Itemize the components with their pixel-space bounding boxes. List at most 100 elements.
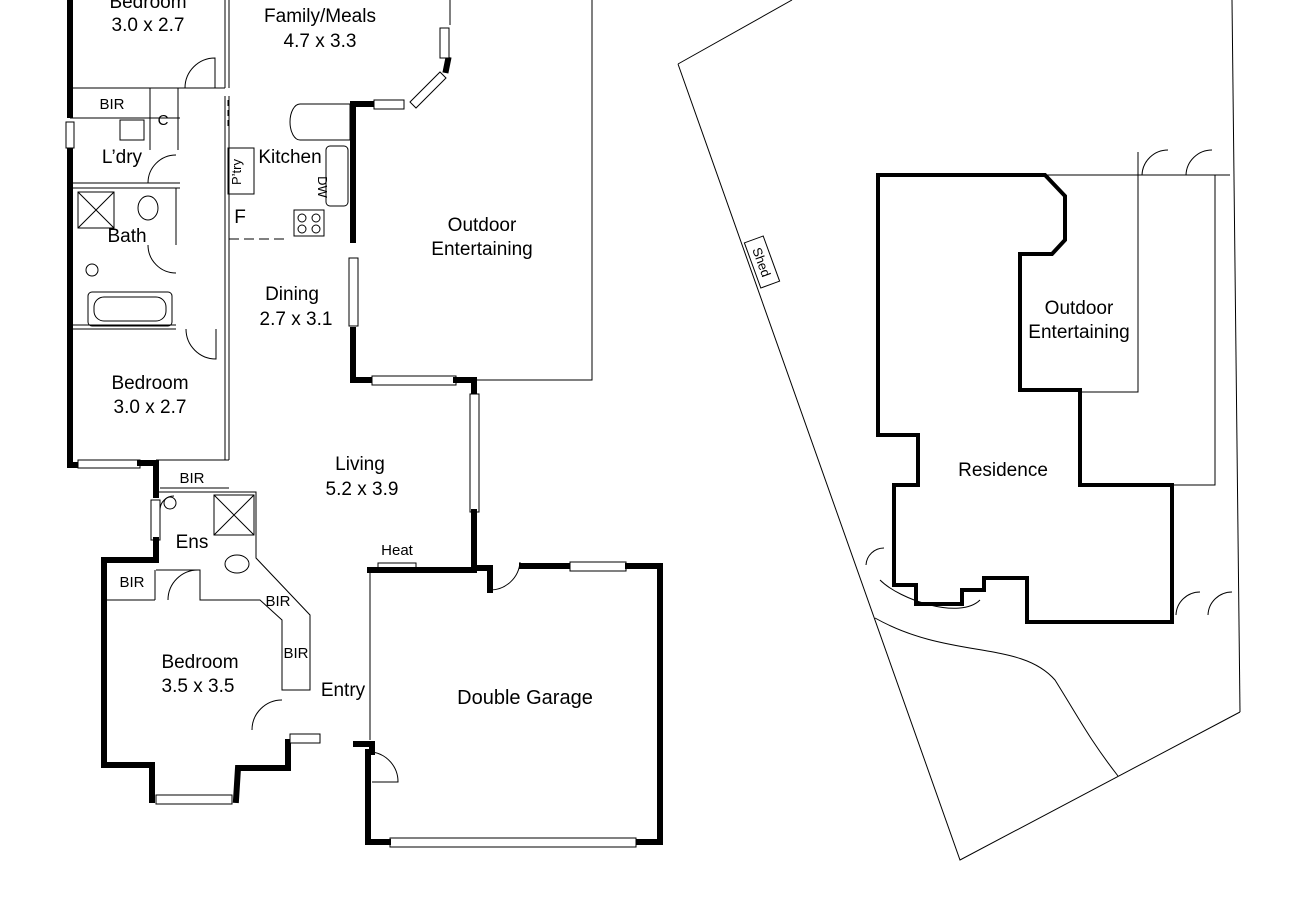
toilet-ensuite xyxy=(224,554,250,574)
room-size-dining: 2.7 x 3.1 xyxy=(260,309,333,330)
label-bir-side: BIR xyxy=(283,645,308,662)
site-gates-right[interactable] xyxy=(1175,591,1233,616)
shed-outline xyxy=(743,235,781,289)
door-laundry[interactable] xyxy=(147,154,177,184)
room-size-bedroom-mid: 3.0 x 2.7 xyxy=(114,397,187,418)
label-bir-left: BIR xyxy=(119,574,144,591)
label-fridge: F xyxy=(234,207,246,228)
wall-garage-west xyxy=(365,749,391,845)
bathtub xyxy=(87,291,173,327)
room-name-outdoor-2: Entertaining xyxy=(431,239,532,260)
site-boundary xyxy=(677,0,1241,861)
siteplan: Shed Outdoor Entertaining Residence xyxy=(677,0,1241,861)
shed: Shed xyxy=(743,235,781,289)
garage-door[interactable] xyxy=(389,837,637,848)
driveway-curve xyxy=(874,617,1119,777)
floorplan xyxy=(65,0,663,848)
wall-family-bay xyxy=(442,56,452,74)
laundry-trough xyxy=(119,119,145,141)
site-gates-top[interactable] xyxy=(1141,149,1213,176)
room-size-bedroom-top: 3.0 x 2.7 xyxy=(112,15,185,36)
room-name-bedroom-mid: Bedroom xyxy=(111,373,188,394)
site-gate-left[interactable] xyxy=(865,547,885,566)
shower-cross xyxy=(77,191,115,229)
room-name-bedroom-main: Bedroom xyxy=(161,652,238,673)
door-bedroom-main[interactable] xyxy=(251,699,283,731)
walls-bath xyxy=(70,182,180,245)
shower-ensuite-cross xyxy=(213,494,255,536)
exterior-wall-left xyxy=(67,147,81,468)
kitchen-sink xyxy=(325,145,349,207)
exterior-wall-step xyxy=(137,460,159,498)
label-pantry: P’try xyxy=(229,159,244,186)
site-outdoor-outline xyxy=(1045,174,1139,393)
label-site-outdoor-2: Entertaining xyxy=(1028,322,1129,343)
bathtub-inner xyxy=(93,296,167,322)
floorplan-labels: Bedroom 3.0 x 2.7 Family/Meals 4.7 x 3.3… xyxy=(99,0,592,709)
room-name-dining: Dining xyxy=(265,284,319,305)
label-heat: Heat xyxy=(381,542,414,559)
site-verandah-outline xyxy=(1137,152,1230,486)
room-name-bath: Bath xyxy=(107,226,146,247)
label-bir-top: BIR xyxy=(99,96,124,113)
room-name-living: Living xyxy=(335,454,385,475)
room-name-garage: Double Garage xyxy=(457,687,593,709)
room-name-entry: Entry xyxy=(321,680,366,701)
wall-bath-bedroom xyxy=(70,324,176,330)
wall-entry-jamb xyxy=(353,741,375,755)
label-dishwasher: DW xyxy=(315,176,330,198)
window-bedroom-mid xyxy=(77,459,141,469)
door-ensuite[interactable] xyxy=(167,569,199,601)
window-family-east xyxy=(439,27,450,59)
basin-bath xyxy=(85,263,99,277)
door-garage[interactable] xyxy=(489,561,521,591)
room-name-outdoor-1: Outdoor xyxy=(448,215,517,236)
window-family-bay xyxy=(409,71,447,109)
exterior-wall-bay xyxy=(232,739,291,804)
room-name-laundry: L’dry xyxy=(102,147,143,168)
window-dining-south xyxy=(371,375,457,386)
walls-ensuite-bir xyxy=(156,491,311,691)
door-front[interactable] xyxy=(371,751,399,783)
window-garage xyxy=(569,561,627,572)
window-dining xyxy=(348,257,359,327)
label-bir-diag: BIR xyxy=(265,593,290,610)
shower-ensuite xyxy=(213,494,255,536)
room-size-bedroom-main: 3.5 x 3.5 xyxy=(162,676,235,697)
window-living xyxy=(469,393,480,513)
door-bath[interactable] xyxy=(147,244,177,274)
outdoor-area-outline xyxy=(474,0,593,381)
window-laundry xyxy=(65,121,75,149)
room-name-kitchen: Kitchen xyxy=(258,147,321,168)
toilet-bath xyxy=(137,195,159,221)
wall-living-garage xyxy=(471,509,493,571)
room-name-family-meals: Family/Meals xyxy=(264,6,376,27)
site-boundary-east xyxy=(1231,0,1241,713)
wall-dining-east xyxy=(350,327,373,383)
walls-bir-laundry xyxy=(70,87,225,150)
shower-bath xyxy=(77,191,115,229)
door-bedroom-top[interactable] xyxy=(184,57,216,89)
basin-ensuite xyxy=(163,496,177,510)
room-size-living: 5.2 x 3.9 xyxy=(326,479,399,500)
pantry xyxy=(227,147,255,195)
door-ensuite-small[interactable] xyxy=(159,495,175,511)
cooktop xyxy=(293,209,325,237)
kitchen-bench xyxy=(289,103,351,141)
wall-living-corner xyxy=(453,377,477,395)
label-shed: Shed xyxy=(749,245,773,279)
residence-outline xyxy=(876,173,1174,624)
wall-hall xyxy=(224,96,230,460)
label-site-outdoor-1: Outdoor xyxy=(1045,298,1114,319)
wall-garage-north-left xyxy=(367,567,493,593)
window-ensuite xyxy=(150,499,161,541)
label-bir-mid: BIR xyxy=(179,470,204,487)
exterior-wall-bedroom-main xyxy=(101,537,159,803)
room-size-family-meals: 4.7 x 3.3 xyxy=(284,31,357,52)
room-name-bedroom-top: Bedroom xyxy=(109,0,186,13)
window-entry xyxy=(289,733,321,744)
window-family xyxy=(373,99,405,110)
door-bedroom-mid[interactable] xyxy=(185,328,217,360)
room-name-ensuite: Ens xyxy=(176,532,209,553)
